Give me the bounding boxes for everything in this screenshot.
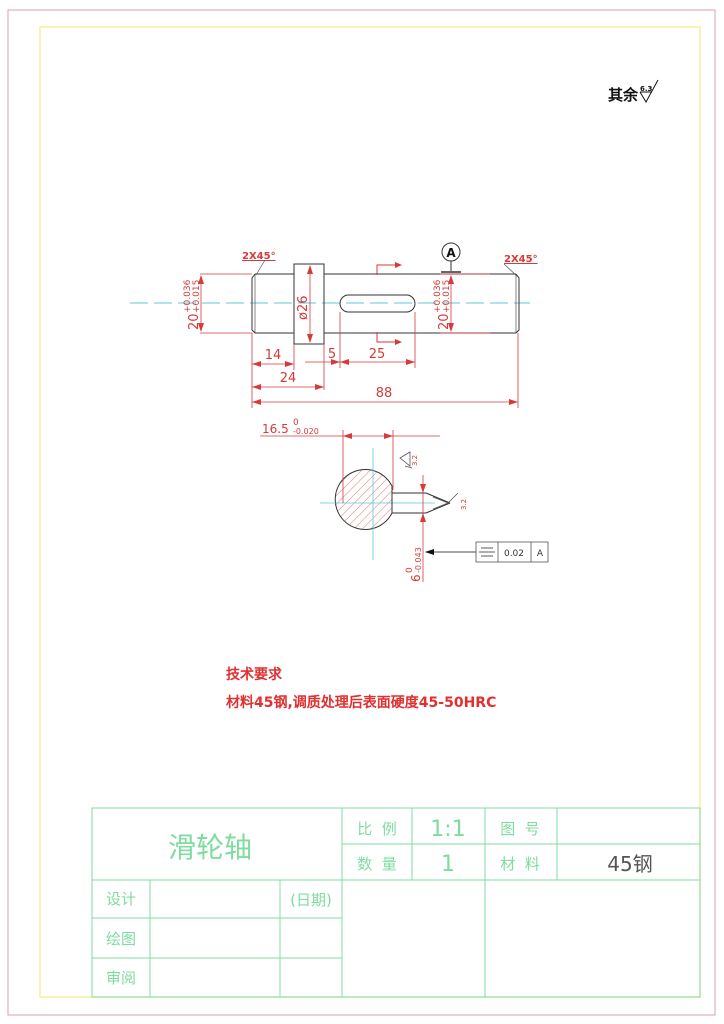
surface-roughness-note: 其余 6.3 bbox=[608, 79, 659, 104]
drawing-label: 绘图 bbox=[106, 930, 136, 948]
feature-control-frame: 0.02 A bbox=[475, 541, 549, 563]
quantity-value: 1 bbox=[441, 852, 455, 877]
chamfer-right-label: 2X45° bbox=[504, 254, 538, 265]
svg-text:+0.015: +0.015 bbox=[192, 280, 202, 313]
keyway-slot bbox=[339, 294, 416, 313]
title-block bbox=[91, 807, 701, 998]
svg-text:+0.015: +0.015 bbox=[442, 280, 452, 313]
svg-text:20: 20 bbox=[187, 313, 202, 330]
roughness-value: 6.3 bbox=[640, 85, 653, 93]
quantity-label: 数 量 bbox=[357, 855, 397, 873]
chamfer-left-label: 2X45° bbox=[242, 251, 276, 262]
part-name: 滑轮轴 bbox=[168, 831, 252, 864]
scale-label: 比 例 bbox=[357, 820, 397, 838]
technical-requirements: 技术要求 材料45钢,调质处理后表面硬度45-50HRC bbox=[226, 666, 496, 711]
svg-text:3.2: 3.2 bbox=[460, 499, 468, 510]
roughness-note-label: 其余 bbox=[608, 86, 639, 104]
outer-border bbox=[7, 9, 716, 1016]
svg-text:16.5: 16.5 bbox=[262, 422, 289, 436]
svg-text:ø26: ø26 bbox=[296, 296, 311, 321]
svg-text:-0.020: -0.020 bbox=[293, 427, 319, 436]
material-label: 材 料 bbox=[500, 855, 540, 873]
design-label: 设计 bbox=[106, 890, 136, 908]
tech-req-line1: 材料45钢,调质处理后表面硬度45-50HRC bbox=[226, 694, 496, 711]
review-label: 审阅 bbox=[106, 969, 136, 987]
tech-req-title: 技术要求 bbox=[226, 666, 283, 683]
svg-text:0: 0 bbox=[293, 418, 299, 428]
roughness-symbol-icon bbox=[639, 79, 659, 104]
date-label: (日期) bbox=[290, 891, 332, 909]
keyway-section-view: 16.5 0 -0.020 3.2 3.2 6 0 -0.043 bbox=[260, 418, 549, 582]
svg-text:14: 14 bbox=[265, 348, 282, 363]
svg-text:88: 88 bbox=[376, 386, 393, 401]
svg-text:3.2: 3.2 bbox=[411, 455, 419, 466]
material-value: 45钢 bbox=[607, 852, 652, 876]
svg-text:6: 6 bbox=[409, 574, 423, 582]
svg-text:0.02: 0.02 bbox=[504, 549, 524, 559]
svg-text:+0.036: +0.036 bbox=[183, 279, 193, 313]
svg-text:24: 24 bbox=[280, 371, 297, 386]
svg-text:20: 20 bbox=[437, 313, 452, 330]
svg-text:0: 0 bbox=[405, 567, 415, 573]
svg-text:5: 5 bbox=[328, 347, 336, 362]
svg-text:25: 25 bbox=[369, 347, 386, 362]
svg-text:A: A bbox=[537, 549, 544, 559]
shaft-front-view: A 2X45° 2X45° 20 +0.036 +0.015 ø26 bbox=[130, 242, 538, 408]
svg-text:A: A bbox=[446, 246, 456, 260]
scale-value: 1:1 bbox=[430, 817, 465, 842]
svg-text:+0.036: +0.036 bbox=[433, 279, 443, 313]
svg-text:-0.043: -0.043 bbox=[414, 547, 423, 573]
drawing-no-label: 图 号 bbox=[500, 820, 540, 838]
